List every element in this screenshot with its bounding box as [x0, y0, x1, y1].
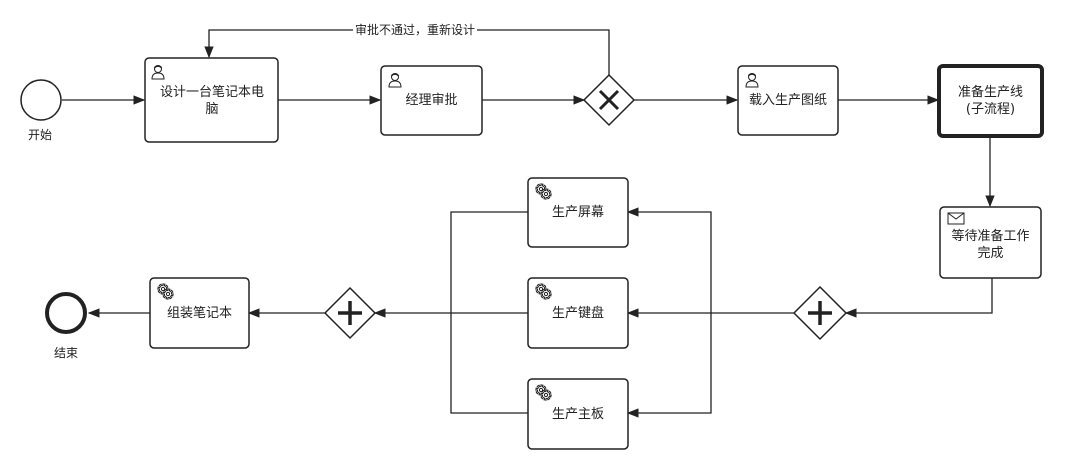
- user-icon: [388, 73, 402, 88]
- flow-board-to-join[interactable]: [450, 313, 528, 414]
- end-event-label: 结束: [54, 346, 79, 360]
- task-review[interactable]: [380, 65, 483, 136]
- flow-wait-to-fork[interactable]: [844, 278, 993, 318]
- task-screen-label: 生产屏幕: [551, 205, 604, 220]
- plus-icon: [808, 301, 832, 325]
- task-review-label: 经理审批: [405, 93, 458, 108]
- task-prepare-label: 准备生产线 (子流程): [957, 85, 1023, 117]
- cross-icon: [598, 89, 620, 111]
- envelope-icon: [947, 212, 965, 225]
- gateway-parallel-fork[interactable]: [792, 285, 848, 341]
- task-board-label: 生产主板: [551, 406, 604, 422]
- plus-icon: [338, 301, 362, 325]
- gear-icon: [535, 384, 552, 401]
- task-keyboard[interactable]: [527, 277, 629, 349]
- user-icon: [151, 65, 165, 80]
- flow-screen-to-join[interactable]: [450, 211, 528, 313]
- task-load-label: 载入生产图纸: [748, 93, 827, 108]
- gear-icon: [535, 283, 552, 300]
- task-keyboard-label: 生产键盘: [551, 305, 604, 321]
- gateway-exclusive[interactable]: [582, 73, 636, 127]
- task-prepare[interactable]: [937, 64, 1044, 138]
- reject-flow-label: 审批不通过，重新设计: [353, 23, 478, 37]
- task-wait-label: 等待准备工作完成: [951, 229, 1030, 261]
- task-load[interactable]: [737, 65, 839, 136]
- end-event[interactable]: [45, 292, 87, 334]
- start-event[interactable]: [20, 79, 62, 121]
- task-board[interactable]: [527, 378, 629, 450]
- gear-icon: [157, 283, 174, 300]
- task-assemble[interactable]: [149, 277, 250, 349]
- flow-fork-to-board[interactable]: [626, 313, 712, 418]
- task-screen[interactable]: [527, 177, 629, 248]
- user-icon: [745, 73, 759, 88]
- start-event-label: 开始: [28, 128, 53, 142]
- flow-fork-to-screen[interactable]: [628, 212, 821, 313]
- task-design-label: 设计一台笔记本电脑: [159, 85, 264, 117]
- gear-icon: [535, 183, 552, 200]
- gateway-parallel-join[interactable]: [323, 286, 377, 340]
- task-wait[interactable]: [939, 206, 1042, 279]
- task-design[interactable]: [144, 57, 279, 143]
- task-assemble-label: 组装笔记本: [166, 305, 232, 321]
